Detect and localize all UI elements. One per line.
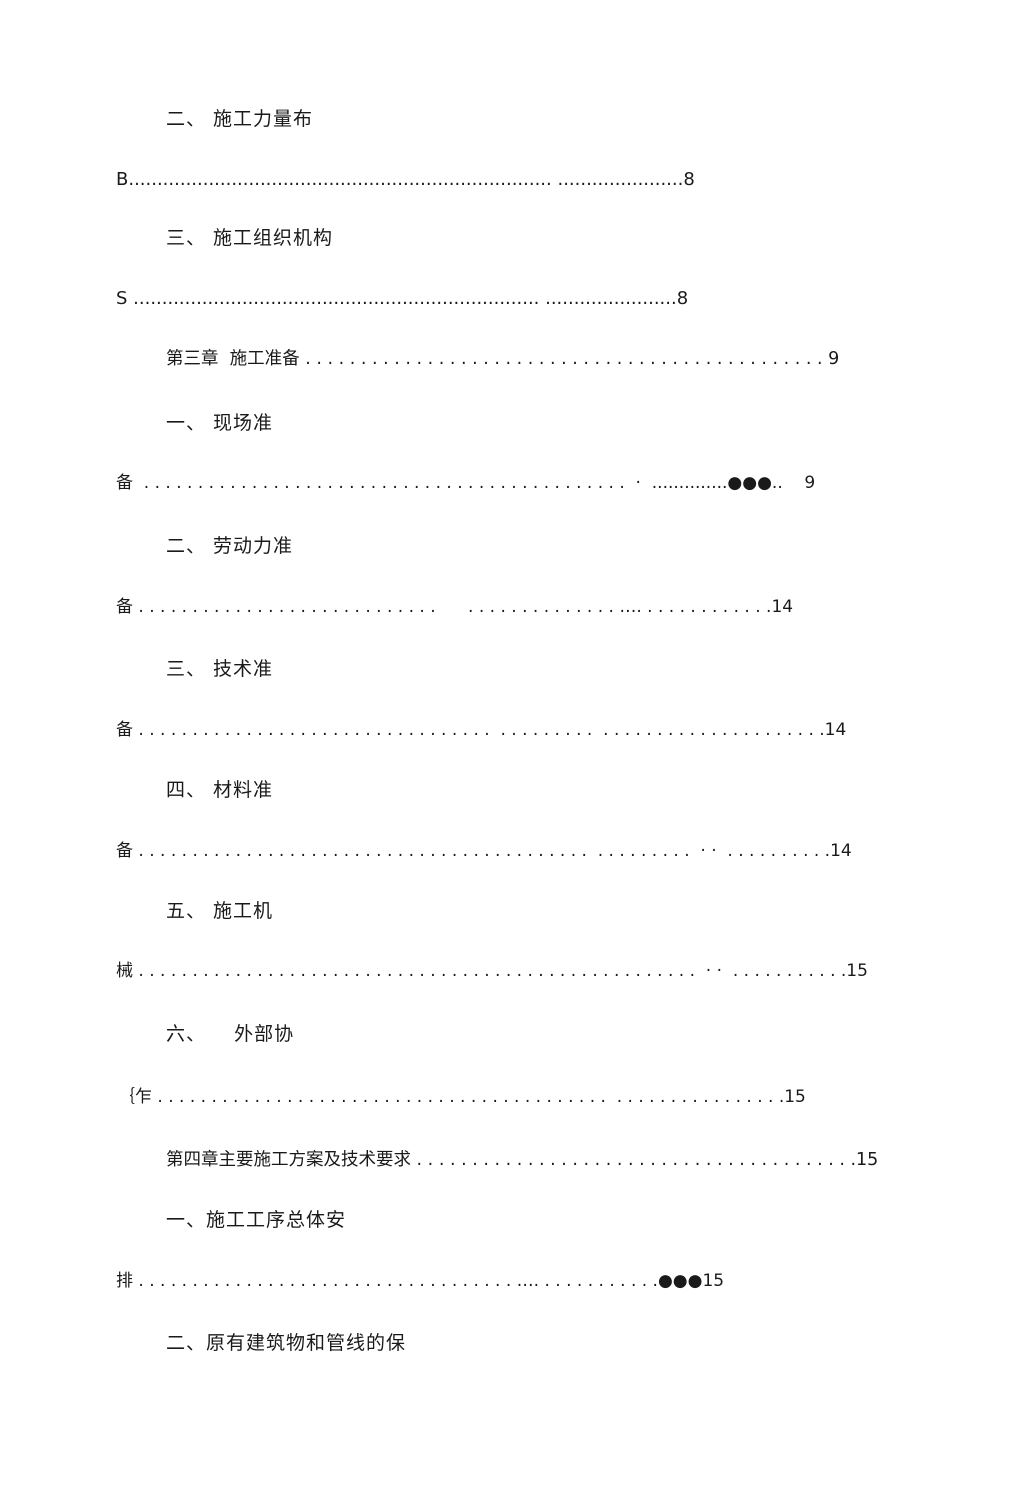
toc-entry-construction-force[interactable]: B.......................................… [116,169,695,190]
toc-heading-material-prep: 四、 材料准 [166,779,274,801]
toc-heading-tech-prep: 三、 技术准 [166,658,274,680]
toc-heading-overall-arrangement: 一、施工工序总体安 [166,1209,347,1231]
toc-heading-organization: 三、 施工组织机构 [166,227,334,249]
toc-entry-chapter-3[interactable]: 第三章 施工准备 . . . . . . . . . . . . . . . .… [166,349,840,369]
toc-entry-chapter-4[interactable]: 第四章主要施工方案及技术要求 . . . . . . . . . . . . .… [166,1150,879,1170]
toc-entry-machinery[interactable]: 械 . . . . . . . . . . . . . . . . . . . … [116,961,868,981]
toc-entry-external-coordination[interactable]: ｛乍 . . . . . . . . . . . . . . . . . . .… [118,1087,806,1107]
toc-heading-machinery: 五、 施工机 [166,900,274,922]
toc-entry-labor-prep[interactable]: 备 . . . . . . . . . . . . . . . . . . . … [116,597,794,617]
toc-heading-external-coordination: 六、 外部协 [166,1023,295,1045]
toc-entry-organization[interactable]: S ......................................… [116,288,689,309]
toc-entry-overall-arrangement[interactable]: 排 . . . . . . . . . . . . . . . . . . . … [116,1271,725,1291]
toc-entry-tech-prep[interactable]: 备 . . . . . . . . . . . . . . . . . . . … [116,720,847,740]
toc-entry-material-prep[interactable]: 备 . . . . . . . . . . . . . . . . . . . … [116,841,852,861]
toc-heading-labor-prep: 二、 劳动力准 [166,535,294,557]
toc-heading-existing-buildings: 二、原有建筑物和管线的保 [166,1332,407,1354]
toc-entry-site-prep[interactable]: 备 . . . . . . . . . . . . . . . . . . . … [116,473,816,493]
toc-heading-site-prep: 一、 现场准 [166,412,274,434]
toc-heading-construction-force: 二、 施工力量布 [166,108,314,130]
